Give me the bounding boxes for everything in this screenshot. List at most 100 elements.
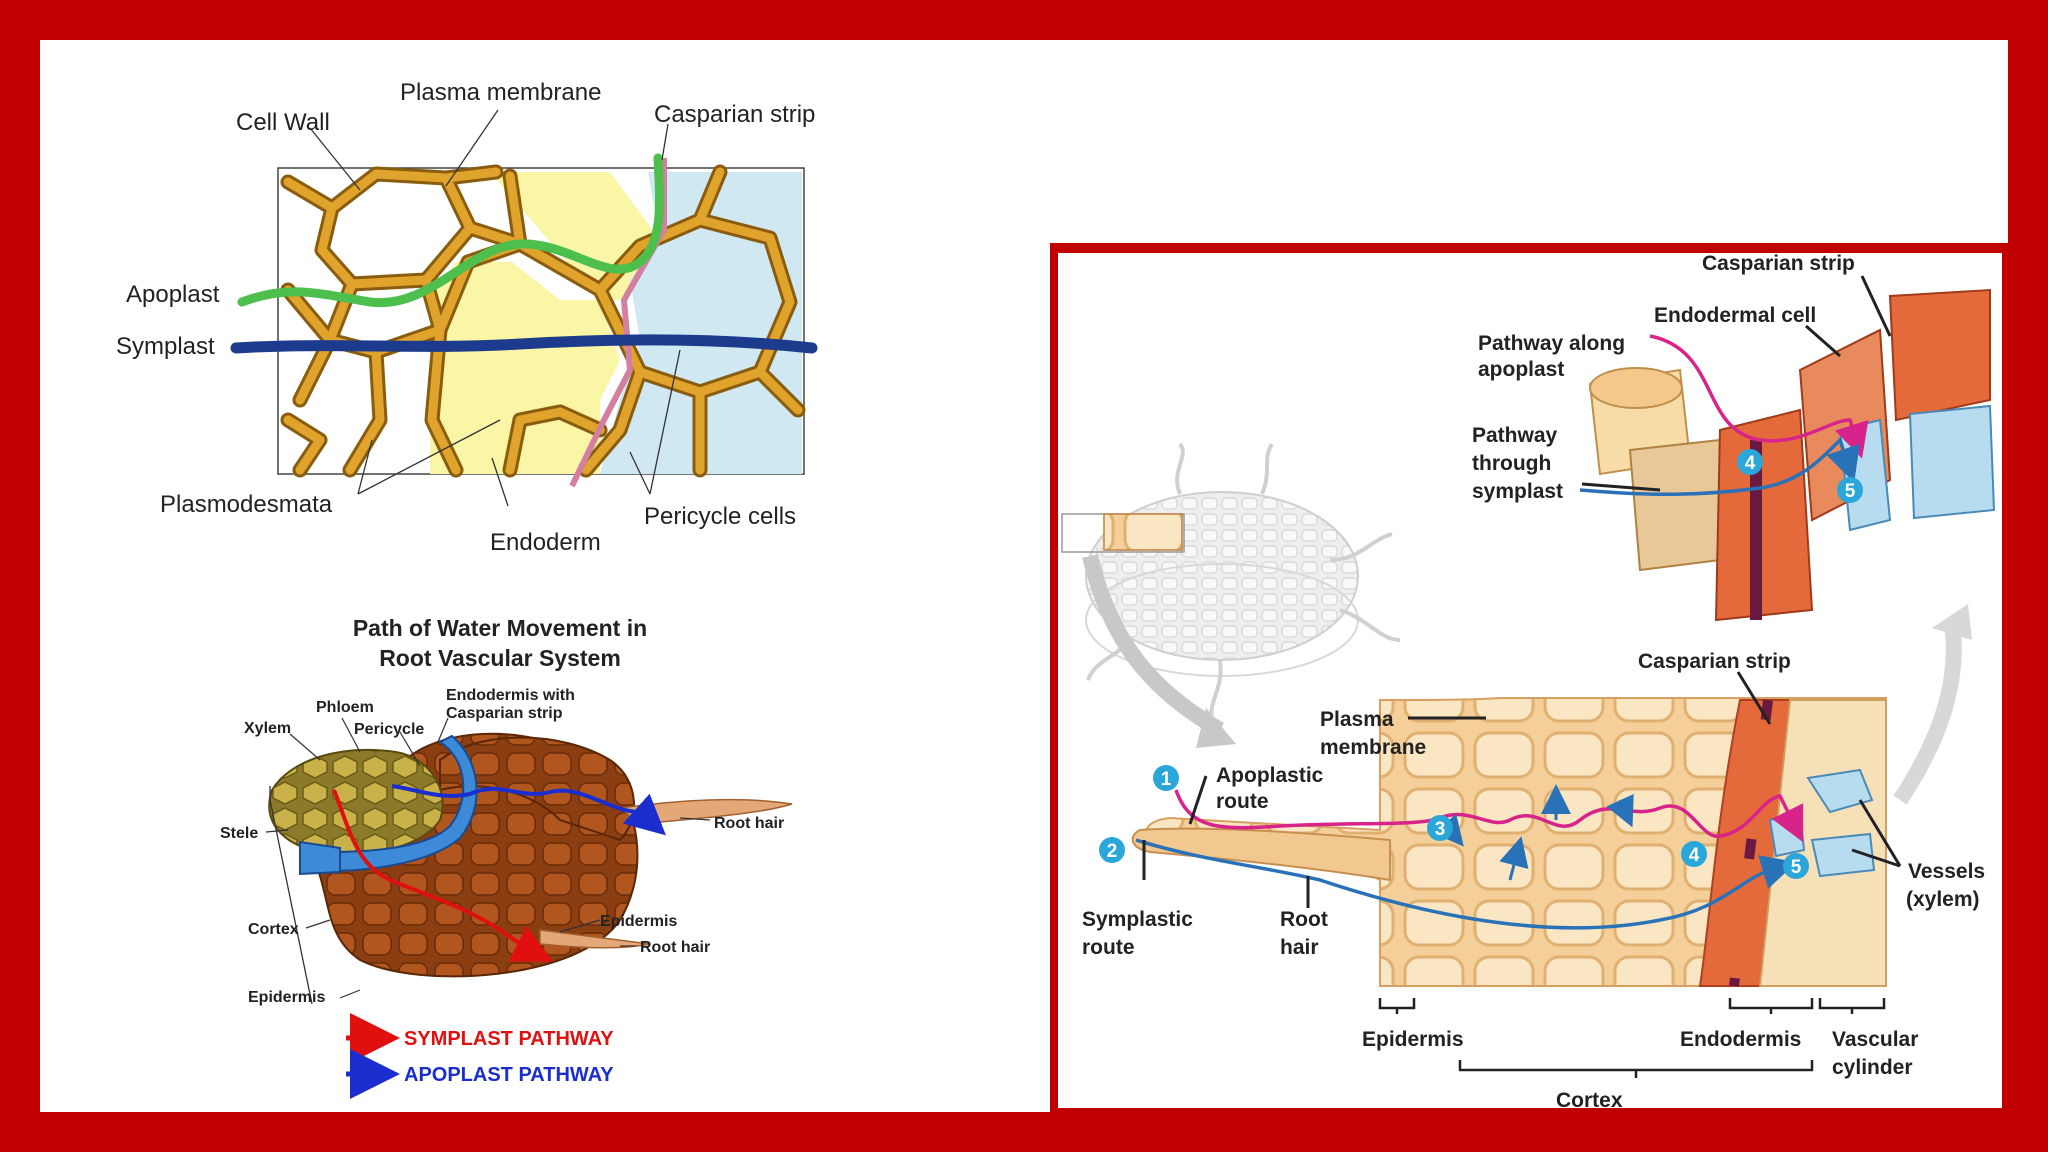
- exchange-arrow-2: [1499, 836, 1529, 881]
- label-plasma-membrane-1: Plasma: [1320, 708, 1394, 731]
- label-root-hair-2: hair: [1280, 936, 1319, 959]
- grey-arrow-left: [1082, 554, 1224, 737]
- label-endodermis-right: Endodermis: [1680, 1028, 1801, 1051]
- label-symplastic-route-1: Symplastic: [1082, 908, 1193, 931]
- label-symplast: Symplast: [116, 333, 215, 360]
- inset-cell-2: [1628, 438, 1721, 572]
- marker-3-label: 3: [1435, 819, 1446, 840]
- label-endodermis-line-2: Casparian strip: [446, 705, 563, 722]
- brace-endodermis: [1728, 998, 1814, 1014]
- endodermis-3d-inset: [1579, 288, 1996, 622]
- label-root-hair-top: Root hair: [714, 815, 784, 832]
- label-casparian-strip: Casparian strip: [654, 101, 815, 128]
- symplast-pathway-path: [332, 789, 554, 962]
- label-plasma-membrane: Plasma membrane: [400, 79, 601, 106]
- label-pathway-symplast-1: Pathway: [1472, 424, 1558, 447]
- label-cortex: Cortex: [248, 921, 299, 938]
- label-casparian-strip-top: Casparian strip: [1702, 252, 1855, 275]
- inset-endodermal-cell-3: [1888, 288, 1991, 422]
- label-symplastic-route-2: route: [1082, 936, 1135, 959]
- label-apoplastic-route-1: Apoplastic: [1216, 764, 1324, 787]
- step-markers: 1 2 3 4 5 4 5: [1099, 449, 1863, 879]
- inset-cell-1-top: [1589, 367, 1683, 409]
- marker-1: [1153, 765, 1179, 791]
- label-apoplastic-route-2: route: [1216, 790, 1269, 813]
- label-pericycle: Pericycle: [354, 721, 424, 738]
- legend-symplast-label: SYMPLAST PATHWAY: [404, 1028, 614, 1050]
- label-endodermis-line-1: Endodermis with: [446, 687, 575, 704]
- label-casparian-strip-mid: Casparian strip: [1638, 650, 1791, 673]
- stele-cortex-bracket: [269, 786, 313, 1005]
- root-hair-shape: [1131, 827, 1391, 882]
- root-leaders: [265, 717, 711, 999]
- root-hair-bottom-shape: [539, 929, 651, 949]
- grey-arrow-right: [1893, 622, 1962, 805]
- apoplast-line: [237, 153, 665, 308]
- marker-3: [1427, 815, 1453, 841]
- label-epidermis-right: Epidermis: [1362, 1028, 1464, 1051]
- root-hairs-grey: [1086, 442, 1401, 721]
- marker-2: [1099, 837, 1125, 863]
- inset-casparian-band: [1750, 440, 1762, 620]
- label-pathway-symplast-2: through: [1472, 452, 1551, 475]
- label-endodermal-cell: Endodermal cell: [1654, 304, 1816, 327]
- label-cortex-right: Cortex: [1556, 1089, 1623, 1112]
- label-vascular-1: Vascular: [1832, 1028, 1918, 1051]
- symplast-line: [230, 334, 818, 354]
- marker-4: [1681, 841, 1707, 867]
- label-epidermis: Epidermis: [600, 913, 677, 930]
- vessel-upper: [1806, 768, 1874, 814]
- label-vessels-1: Vessels: [1908, 860, 1985, 883]
- brace-cortex: [1458, 1060, 1814, 1078]
- brace-vascular: [1818, 998, 1886, 1014]
- symplastic-route-path: [1135, 838, 1797, 930]
- label-phloem: Phloem: [316, 699, 374, 716]
- endodermis-band-front: [299, 840, 341, 876]
- marker-4-label: 4: [1689, 845, 1700, 866]
- label-pericycle-cells: Pericycle cells: [644, 503, 796, 530]
- inset-vessel-2: [1908, 404, 1996, 520]
- marker-5-inset: [1837, 477, 1863, 503]
- label-plasmodesmata: Plasmodesmata: [160, 491, 333, 518]
- root-vascular-diagram: Path of Water Movement in Root Vascular …: [220, 615, 793, 1099]
- legend-apoplast-label: APOPLAST PATHWAY: [404, 1064, 614, 1086]
- endoderm-region: [430, 172, 660, 474]
- label-pathway-apoplast-1: Pathway along: [1478, 332, 1625, 355]
- marker-5-label: 5: [1791, 857, 1802, 878]
- inset-vessel-1: [1838, 418, 1892, 532]
- cell-diagram: Cell Wall Plasma membrane Casparian stri…: [116, 79, 818, 556]
- label-cell-wall: Cell Wall: [236, 109, 330, 136]
- label-vascular-2: cylinder: [1832, 1056, 1913, 1079]
- label-vessels-2: (xylem): [1906, 888, 1980, 911]
- apoplast-pathway-path: [391, 784, 666, 836]
- vessel-lower: [1810, 832, 1876, 878]
- cell-diagram-leaders: [309, 109, 681, 507]
- label-apoplast: Apoplast: [126, 281, 220, 308]
- label-endoderm: Endoderm: [490, 529, 601, 556]
- title-line-2: Root Vascular System: [379, 645, 621, 671]
- label-root-hair-1: Root: [1280, 908, 1328, 931]
- label-stele: Stele: [220, 825, 258, 842]
- marker-2-label: 2: [1107, 841, 1118, 862]
- inset-symplast-path: [1579, 436, 1860, 497]
- right-leaders: [1142, 275, 1902, 908]
- magnified-region-sample: [1103, 513, 1183, 551]
- label-pathway-symplast-3: symplast: [1472, 480, 1563, 503]
- exchange-arrow-4: [1606, 793, 1634, 828]
- label-root-hair-bottom: Root hair: [640, 939, 710, 956]
- grey-arrow-left-head: [1196, 708, 1236, 748]
- casparian-strip-bands: [1729, 699, 1773, 987]
- water-route-diagram: 1 2 3 4 5 4 5: [1061, 252, 1996, 1112]
- marker-5: [1783, 853, 1809, 879]
- marker-1-label: 1: [1161, 769, 1172, 790]
- stele-block: [268, 748, 444, 855]
- marker-4-inset-label: 4: [1745, 453, 1756, 474]
- label-xylem: Xylem: [244, 720, 291, 737]
- label-pathway-apoplast-2: apoplast: [1478, 358, 1564, 381]
- inset-apoplast-path: [1649, 334, 1869, 459]
- label-plasma-membrane-2: membrane: [1320, 736, 1426, 759]
- marker-4-inset: [1737, 449, 1763, 475]
- apoplastic-route-path: [1174, 789, 1804, 843]
